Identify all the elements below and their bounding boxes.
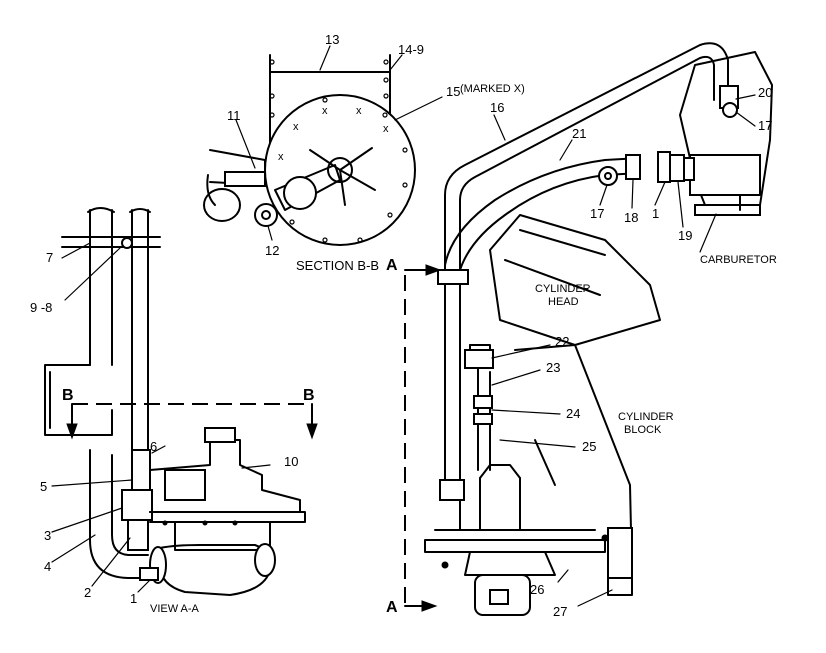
view-a-a-assembly xyxy=(44,207,306,596)
callout-3: 3 xyxy=(44,528,51,543)
callout-1b: 1 xyxy=(652,206,659,221)
callout-24: 24 xyxy=(566,406,580,421)
marked-x-note: (MARKED X) xyxy=(460,83,525,95)
callout-11: 11 xyxy=(227,108,241,123)
callout-5: 5 xyxy=(40,479,47,494)
callout-16: 16 xyxy=(490,100,504,115)
callout-10: 10 xyxy=(284,454,298,469)
callout-9-8: 9 -8 xyxy=(30,300,52,315)
callout-26: 26 xyxy=(530,582,544,597)
cylinder-block-label-2: BLOCK xyxy=(624,424,662,436)
callout-labels: 13 14-9 15 (MARKED X) 11 12 SECTION B-B … xyxy=(30,32,777,619)
cylinder-head-label-2: HEAD xyxy=(548,296,579,308)
view-a-a-title: VIEW A-A xyxy=(150,603,200,615)
callout-2: 2 xyxy=(84,585,91,600)
section-arrow-b-right: B xyxy=(303,387,315,404)
callout-4: 4 xyxy=(44,559,51,574)
svg-text:x: x xyxy=(322,105,328,117)
cylinder-block-label-1: CYLINDER xyxy=(618,411,674,423)
callout-25: 25 xyxy=(582,439,596,454)
callout-27: 27 xyxy=(553,604,567,619)
x-markers: x x x x x xyxy=(278,105,389,163)
engine-assembly xyxy=(424,42,773,616)
callout-18: 18 xyxy=(624,210,638,225)
section-arrow-a-bottom: A xyxy=(386,599,398,616)
svg-text:x: x xyxy=(293,121,299,133)
callout-6: 6 xyxy=(150,439,157,454)
section-b-b-title: SECTION B-B xyxy=(296,258,379,273)
cylinder-head-label-1: CYLINDER xyxy=(535,283,591,295)
section-b-b-drawing xyxy=(203,54,416,246)
callout-1: 1 xyxy=(130,591,137,606)
section-line-b-b xyxy=(66,403,318,440)
callout-21: 21 xyxy=(572,126,586,141)
callout-13: 13 xyxy=(325,32,339,47)
callout-17a: 17 xyxy=(590,206,604,221)
callout-7: 7 xyxy=(46,250,53,265)
callout-15: 15 xyxy=(446,84,460,99)
svg-text:x: x xyxy=(356,105,362,117)
callout-23: 23 xyxy=(546,360,560,375)
callout-12: 12 xyxy=(265,243,279,258)
callout-19: 19 xyxy=(678,228,692,243)
callout-20: 20 xyxy=(758,85,772,100)
section-arrow-b-left: B xyxy=(62,387,74,404)
section-line-a-a xyxy=(404,264,442,612)
carburetor-label: CARBURETOR xyxy=(700,254,777,266)
callout-22: 22 xyxy=(555,334,569,349)
svg-text:x: x xyxy=(278,151,284,163)
svg-text:x: x xyxy=(383,123,389,135)
callout-14-9: 14-9 xyxy=(398,42,424,57)
leader-lines xyxy=(51,45,756,607)
callout-17b: 17 xyxy=(758,118,772,133)
section-arrow-a-top: A xyxy=(386,257,398,274)
